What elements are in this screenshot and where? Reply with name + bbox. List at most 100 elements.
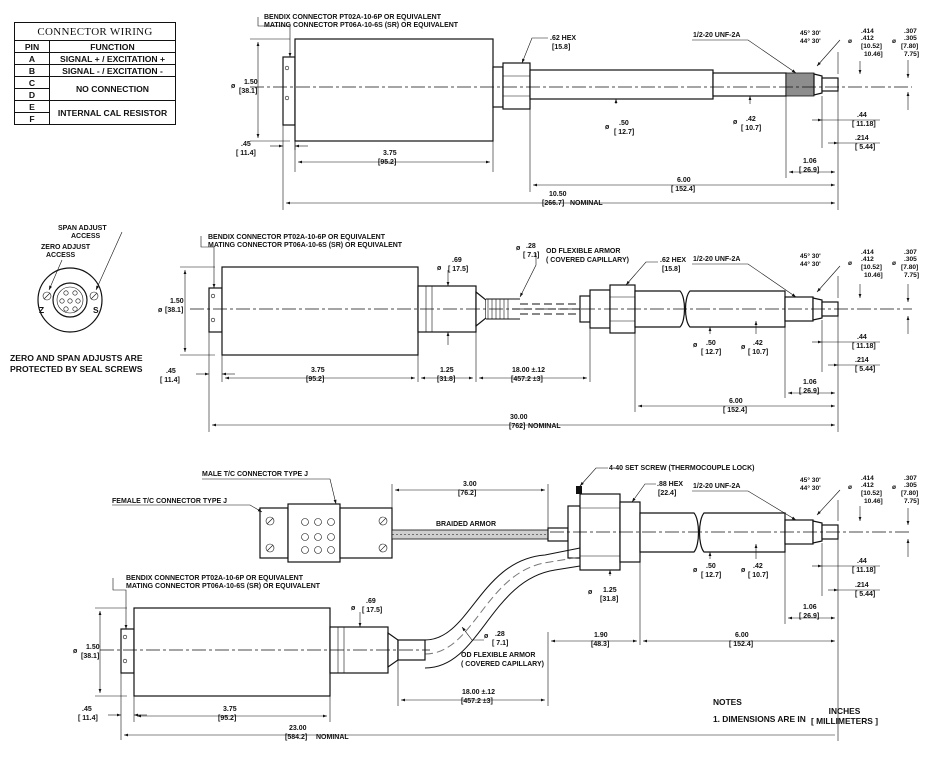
female-tc-connector: [259, 507, 289, 559]
connector-end-view: Z S SPAN ADJUST ACCESS ZERO ADJUST ACCES…: [37, 225, 123, 333]
housing-body: [133, 607, 331, 697]
table-row: B SIGNAL - / EXCITATION -: [14, 64, 176, 77]
dim-tip-dia-min-mm: 7.75]: [904, 498, 919, 505]
armor-dia-mm: [ 7.1]: [523, 252, 539, 259]
diameter-symbol: ø: [484, 633, 489, 640]
dim-neck-dia-mm: [ 17.5]: [362, 607, 382, 614]
connector-pin-dot: [284, 65, 290, 71]
dim-stem-dia-in: .50: [706, 563, 716, 570]
dim-reduced-dia-mm: [ 10.7]: [748, 349, 768, 356]
male-tc-connector: [287, 503, 341, 563]
dim-mount-length-mm: [48.3]: [591, 641, 609, 648]
view-3-thermocouple-transducer: BENDIX CONNECTOR PT02A-10-6P OR EQUIVALE…: [73, 465, 919, 741]
dim-mount-length-in: 1.90: [594, 632, 608, 639]
diameter-symbol: ø: [516, 245, 521, 252]
dim-housing-diameter-mm: [38.1]: [81, 653, 99, 660]
dim-tip-dia-max-mm: [7.80]: [901, 43, 918, 50]
hex-nut: [502, 62, 531, 110]
dim-thread-to-tip-in: 1.06: [803, 158, 817, 165]
hex-size-in: .62 HEX: [550, 35, 576, 42]
cone-angle-min: 44° 30': [800, 484, 821, 492]
diameter-symbol: ø: [892, 38, 896, 45]
dim-tip-length-in: .214: [855, 582, 869, 589]
hex-size-in: .62 HEX: [660, 257, 686, 264]
seal-screw-note: ZERO AND SPAN ADJUSTS ARE PROTECTED BY S…: [10, 353, 143, 375]
dim-housing-length-in: 3.75: [311, 367, 325, 374]
hex-size-mm: [22.4]: [658, 490, 676, 497]
thread-spec: 1/2-20 UNF-2A: [693, 32, 740, 39]
span-adjust-screw-icon: [89, 291, 99, 301]
units-millimeters: [ MILLIMETERS ]: [811, 716, 878, 726]
dim-thread-length-in: .44: [857, 558, 867, 565]
pin-cell: F: [14, 112, 50, 125]
stem-body: [639, 512, 700, 553]
threaded-section: [785, 72, 815, 97]
dim-stem-dia-in: .50: [619, 120, 629, 127]
dim-tip-dia-max-mm: [7.80]: [901, 490, 918, 497]
dim-cone-dia-max-mm: [10.52]: [861, 43, 882, 50]
cone-angle-min: 44° 30': [800, 37, 821, 45]
hex-size-mm: [15.8]: [552, 44, 570, 51]
set-screw-label: 4-40 SET SCREW (THERMOCOUPLE LOCK): [609, 465, 754, 472]
diameter-symbol: ø: [73, 648, 78, 655]
female-tc-label: FEMALE T/C CONNECTOR TYPE J: [112, 498, 227, 505]
dim-cone-dia-max-in: .414: [861, 28, 874, 35]
zero-letter: Z: [39, 305, 44, 315]
span-access-label: ACCESS: [71, 233, 101, 240]
zero-access-label: ACCESS: [46, 252, 76, 259]
dim-stem-length-in: 6.00: [677, 177, 691, 184]
diameter-symbol: ø: [848, 484, 852, 491]
hex-size-mm: [15.8]: [662, 266, 680, 273]
armor-dia-in: .28: [526, 243, 536, 250]
span-adjust-label: SPAN ADJUST: [58, 225, 107, 232]
dim-neck-length-mm: [31.8]: [437, 376, 455, 383]
diameter-symbol: ø: [733, 119, 738, 126]
dim-overall-length-mm: [584.2]: [285, 734, 307, 741]
dim-housing-length-mm: [95.2]: [306, 376, 324, 383]
dim-thread-length-mm: [ 11.18]: [852, 121, 876, 128]
diameter-symbol: ø: [231, 83, 236, 90]
sealing-cone: [813, 73, 823, 96]
dim-cone-dia-max-in: .414: [861, 475, 874, 482]
dim-tip-dia-min-in: .305: [904, 256, 917, 263]
dim-tip-dia-max-in: .307: [904, 249, 917, 256]
seal-note-line-1: ZERO AND SPAN ADJUSTS ARE: [10, 353, 143, 363]
connector-pin-socket: [72, 306, 78, 312]
dim-stem-dia-in: .50: [706, 340, 716, 347]
dim-housing-length-mm: [95.2]: [218, 715, 236, 722]
diameter-symbol: ø: [693, 567, 698, 574]
dim-braid-length-mm: [76.2]: [458, 490, 476, 497]
zero-adjust-label: ZERO ADJUST: [41, 244, 91, 251]
dim-body-dia-in: 1.25: [603, 587, 617, 594]
dim-reduced-dia-in: .42: [753, 563, 763, 570]
dim-tip-length-mm: [ 5.44]: [855, 144, 875, 151]
dim-housing-length-mm: [95.2]: [378, 159, 396, 166]
diameter-symbol: ø: [605, 124, 610, 131]
zero-adjust-screw-icon: [42, 291, 52, 301]
bendix-connector-shape: [120, 628, 135, 674]
dim-housing-length-in: 3.75: [223, 706, 237, 713]
dim-tip-dia-min-in: .305: [904, 482, 917, 489]
diameter-symbol: ø: [848, 260, 852, 267]
armor-dia-in: .28: [495, 631, 505, 638]
set-screw-icon: [576, 486, 582, 494]
units-inches: INCHES: [828, 706, 861, 716]
dim-cone-dia-max-in: .414: [861, 249, 874, 256]
dim-neck-dia-in: .69: [452, 257, 462, 264]
housing-body: [221, 266, 419, 356]
dim-housing-diameter-mm: [38.1]: [239, 88, 257, 95]
dim-neck-length-in: 1.25: [440, 367, 454, 374]
dim-stem-dia-mm: [ 12.7]: [701, 349, 721, 356]
armor-dia-mm: [ 7.1]: [492, 640, 508, 647]
connector-wiring-table: CONNECTOR WIRING PIN FUNCTION A SIGNAL +…: [14, 22, 176, 125]
armor-label: OD FLEXIBLE ARMOR: [461, 652, 535, 659]
dim-cone-dia-max-mm: [10.52]: [861, 264, 882, 271]
dim-housing-diameter-in: 1.50: [170, 298, 184, 305]
dim-tip-length-in: .214: [855, 357, 869, 364]
connector-face: [52, 282, 88, 318]
span-letter: S: [93, 305, 99, 315]
bendix-connector-shape: [208, 287, 223, 333]
diameter-symbol: ø: [741, 567, 746, 574]
dim-housing-diameter-mm: [38.1]: [165, 307, 183, 314]
